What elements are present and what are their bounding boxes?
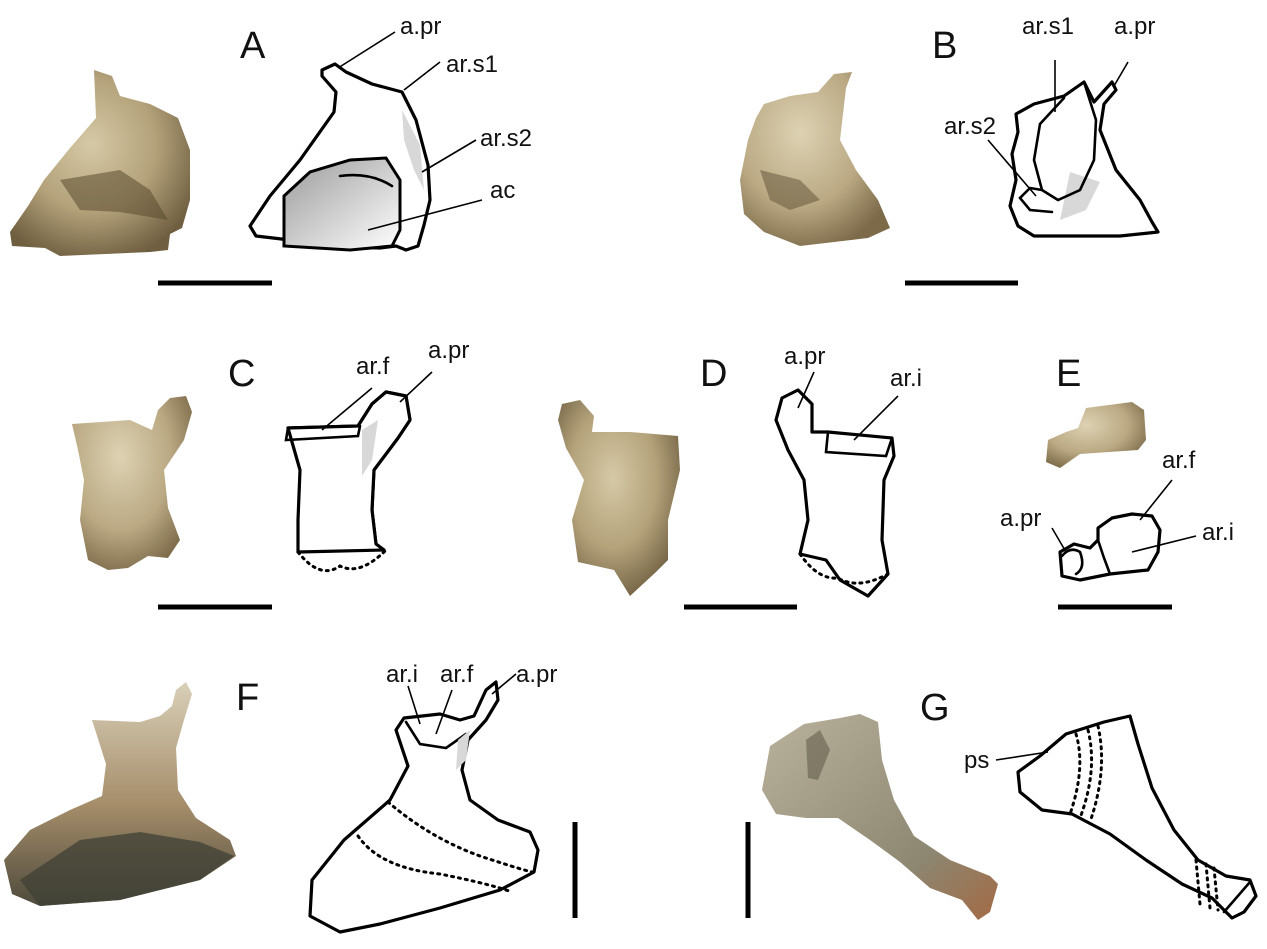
label-a-ac: ac [490,177,515,204]
label-a-apr: a.pr [400,13,441,40]
panel-g-drawing-outline [1018,716,1256,918]
leader-c-apr [400,372,432,402]
panel-c-letter: C [228,353,255,395]
panel-d-drawing-outline [776,390,894,596]
panel-g: G ps [748,687,1256,920]
panel-f: F ar.i ar.f a.pr [4,661,575,932]
panel-c-photo [72,396,192,570]
label-b-ars1: ar.s1 [1022,13,1074,40]
label-d-ari: ar.i [890,365,922,392]
leader-b-apr [1114,62,1128,86]
label-b-ars2: ar.s2 [944,113,996,140]
panel-d-photo [558,400,680,596]
label-g-ps: ps [964,747,989,774]
panel-f-drawing-outline [310,682,538,932]
leader-e-apr [1052,528,1066,552]
panel-a: A a.pr ar.s1 ar.s2 ac [10,13,532,283]
label-d-apr: a.pr [784,343,825,370]
panel-e-letter: E [1056,353,1081,395]
panel-b: B ar.s1 a.pr ar.s2 [740,13,1158,283]
label-f-ari: ar.i [386,661,418,688]
panel-d: D a.pr ar.i [558,343,922,607]
label-f-apr: a.pr [516,661,557,688]
label-c-apr: a.pr [428,337,469,364]
panel-b-photo [740,72,890,246]
panel-a-photo [10,70,190,256]
panel-d-letter: D [700,353,727,395]
panel-f-letter: F [236,677,259,719]
panel-a-letter: A [240,25,266,67]
label-b-apr: a.pr [1114,13,1155,40]
panel-b-letter: B [932,25,957,67]
panel-g-letter: G [920,687,950,729]
leader-e-arf [1140,480,1172,520]
panel-c: C ar.f a.pr [72,337,469,607]
label-c-arf: ar.f [356,353,390,380]
label-a-ars1: ar.s1 [446,51,498,78]
leader-d-ari [854,396,898,440]
label-e-apr: a.pr [1000,505,1041,532]
leader-a-ars2 [422,140,476,172]
panel-g-photo [762,714,998,920]
leader-a-apr [338,32,395,68]
panel-b-drawing-outline [1010,82,1158,236]
label-e-arf: ar.f [1162,447,1196,474]
panel-e: E ar.f a.pr ar.i [1000,353,1234,607]
panel-e-photo [1046,402,1146,468]
label-f-arf: ar.f [440,661,474,688]
panel-e-drawing-outline [1060,514,1160,580]
leader-a-ars1 [404,62,440,90]
label-a-ars2: ar.s2 [480,125,532,152]
panel-c-shaft [288,392,410,552]
label-e-ari: ar.i [1202,519,1234,546]
